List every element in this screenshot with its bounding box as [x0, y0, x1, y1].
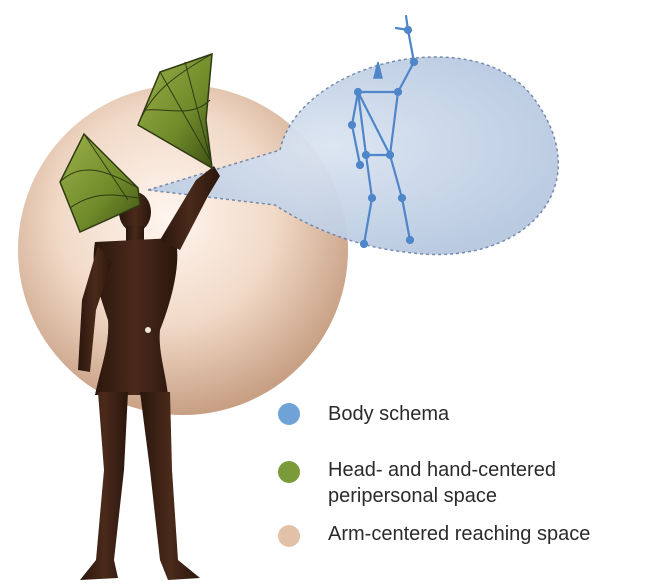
- legend-label: Body schema: [328, 401, 449, 427]
- peripersonal-space-swatch: [278, 461, 300, 483]
- legend-label: Head- and hand-centered peripersonal spa…: [328, 457, 648, 509]
- legend-label: Arm-centered reaching space: [328, 521, 590, 547]
- body-schema-swatch: [278, 403, 300, 425]
- reaching-space-swatch: [278, 525, 300, 547]
